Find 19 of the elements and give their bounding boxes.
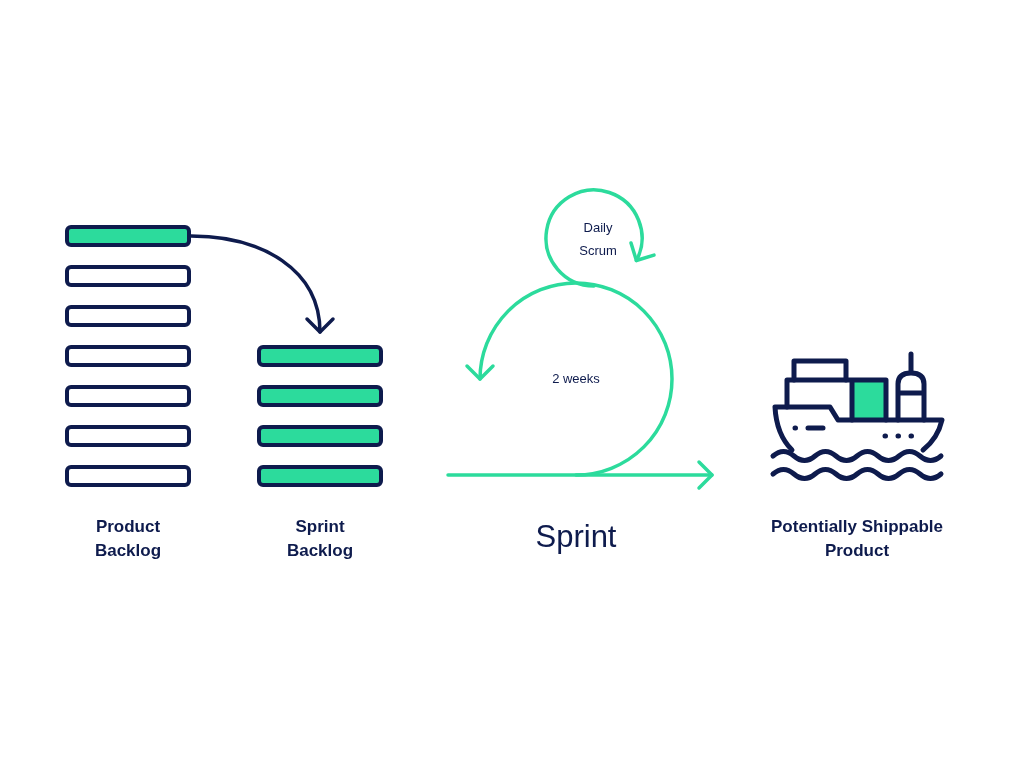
backlog-caption: Sprint Backlog (286, 516, 354, 562)
backlog-item-bar (257, 465, 383, 487)
backlog-item-bar (65, 385, 191, 407)
backlog-item-bar (257, 385, 383, 407)
backlog-item-bar (65, 465, 191, 487)
arrow (446, 460, 714, 490)
product-caption: Potentially Shippable Product (770, 516, 944, 562)
backlog-item-bar (65, 265, 191, 287)
phase-title: Sprint (535, 519, 617, 555)
backlog-caption: Product Backlog (94, 516, 162, 562)
backlog-item-bar (65, 345, 191, 367)
arrow (189, 234, 334, 334)
backlog-item-bar (65, 305, 191, 327)
duration-label: 2 weeks (551, 370, 601, 388)
loop-label: Daily Scrum (578, 219, 618, 260)
backlog-item-bar (257, 425, 383, 447)
backlog-item-bar (65, 225, 191, 247)
backlog-item-bar (65, 425, 191, 447)
backlog-item-bar (257, 345, 383, 367)
